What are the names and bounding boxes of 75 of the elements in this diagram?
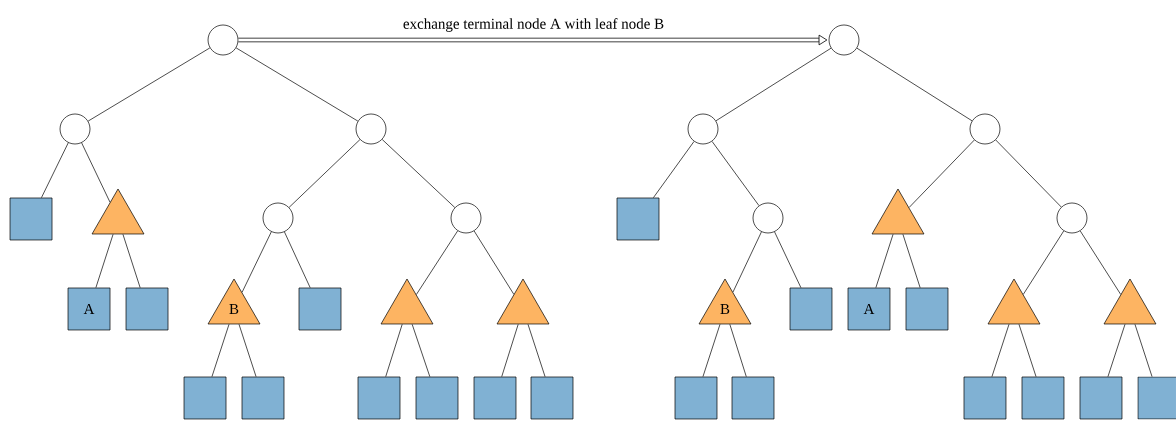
tree-edge — [385, 324, 403, 377]
tree-edge — [702, 324, 721, 377]
square-node — [789, 287, 833, 331]
square-node: A — [67, 287, 111, 331]
tree-edge — [875, 234, 894, 288]
circle-node — [262, 202, 294, 234]
tree-edge — [711, 141, 760, 206]
square-node — [731, 376, 775, 420]
circle-node — [450, 202, 482, 234]
tree-edge — [908, 139, 975, 208]
circle-node — [687, 113, 719, 145]
square-node — [298, 287, 342, 331]
square-node: A — [847, 287, 891, 331]
tree-edge — [416, 230, 458, 295]
tree-edge — [87, 47, 211, 122]
circle-node — [969, 113, 1001, 145]
tree-edge — [95, 234, 114, 288]
tree-edge — [122, 234, 141, 288]
circle-node — [59, 113, 91, 145]
square-node — [415, 376, 459, 420]
tree-edge — [235, 47, 359, 122]
tree-edge — [995, 139, 1062, 208]
tree-edge — [653, 141, 695, 198]
tree-edge — [41, 142, 69, 198]
tree-edge — [774, 231, 802, 288]
triangle-node: B — [698, 278, 752, 325]
double-arrow — [238, 34, 828, 46]
tree-edge — [715, 47, 832, 122]
circle-node — [828, 24, 860, 56]
square-node — [530, 376, 574, 420]
square-node — [357, 376, 401, 420]
square-node — [183, 376, 227, 420]
tree-edge — [473, 230, 515, 295]
tree-edge — [527, 324, 546, 377]
square-node — [473, 376, 517, 420]
square-node — [905, 287, 949, 331]
tree-edge — [81, 142, 111, 203]
tree-edge — [241, 231, 272, 293]
square-node — [125, 287, 169, 331]
tree-edge — [1018, 324, 1037, 377]
square-node — [1079, 376, 1123, 420]
square-node — [1021, 376, 1065, 420]
triangle-node — [496, 278, 550, 325]
tree-edge — [411, 324, 431, 377]
triangle-node — [1103, 278, 1157, 325]
triangle-node — [871, 188, 925, 235]
square-node — [241, 376, 285, 420]
triangle-node — [987, 278, 1041, 325]
circle-node — [752, 202, 784, 234]
tree-edge — [501, 324, 519, 377]
square-node — [674, 376, 718, 420]
tree-edge — [1134, 324, 1153, 377]
tree-edge — [991, 324, 1010, 377]
tree-edge — [238, 324, 257, 377]
tree-edge — [381, 139, 456, 208]
tree-edge — [1079, 230, 1122, 295]
circle-node — [207, 24, 239, 56]
tree-edge — [284, 231, 311, 288]
triangle-node — [380, 278, 434, 325]
triangle-node — [91, 188, 145, 235]
tree-edge — [1022, 230, 1065, 295]
edge-label: exchange terminal node A with leaf node B — [403, 18, 664, 32]
circle-node — [1056, 202, 1088, 234]
tree-edge — [1107, 324, 1126, 377]
circle-node — [355, 113, 387, 145]
tree-edge — [729, 324, 747, 377]
triangle-node: B — [207, 278, 261, 325]
tree-edge — [902, 234, 921, 288]
tree-edge — [211, 324, 230, 377]
tree-edge — [288, 139, 361, 208]
tree-edge — [732, 231, 762, 293]
tree-edge — [856, 47, 973, 122]
square-node — [9, 197, 53, 241]
square-node — [616, 197, 660, 241]
square-node — [963, 376, 1007, 420]
